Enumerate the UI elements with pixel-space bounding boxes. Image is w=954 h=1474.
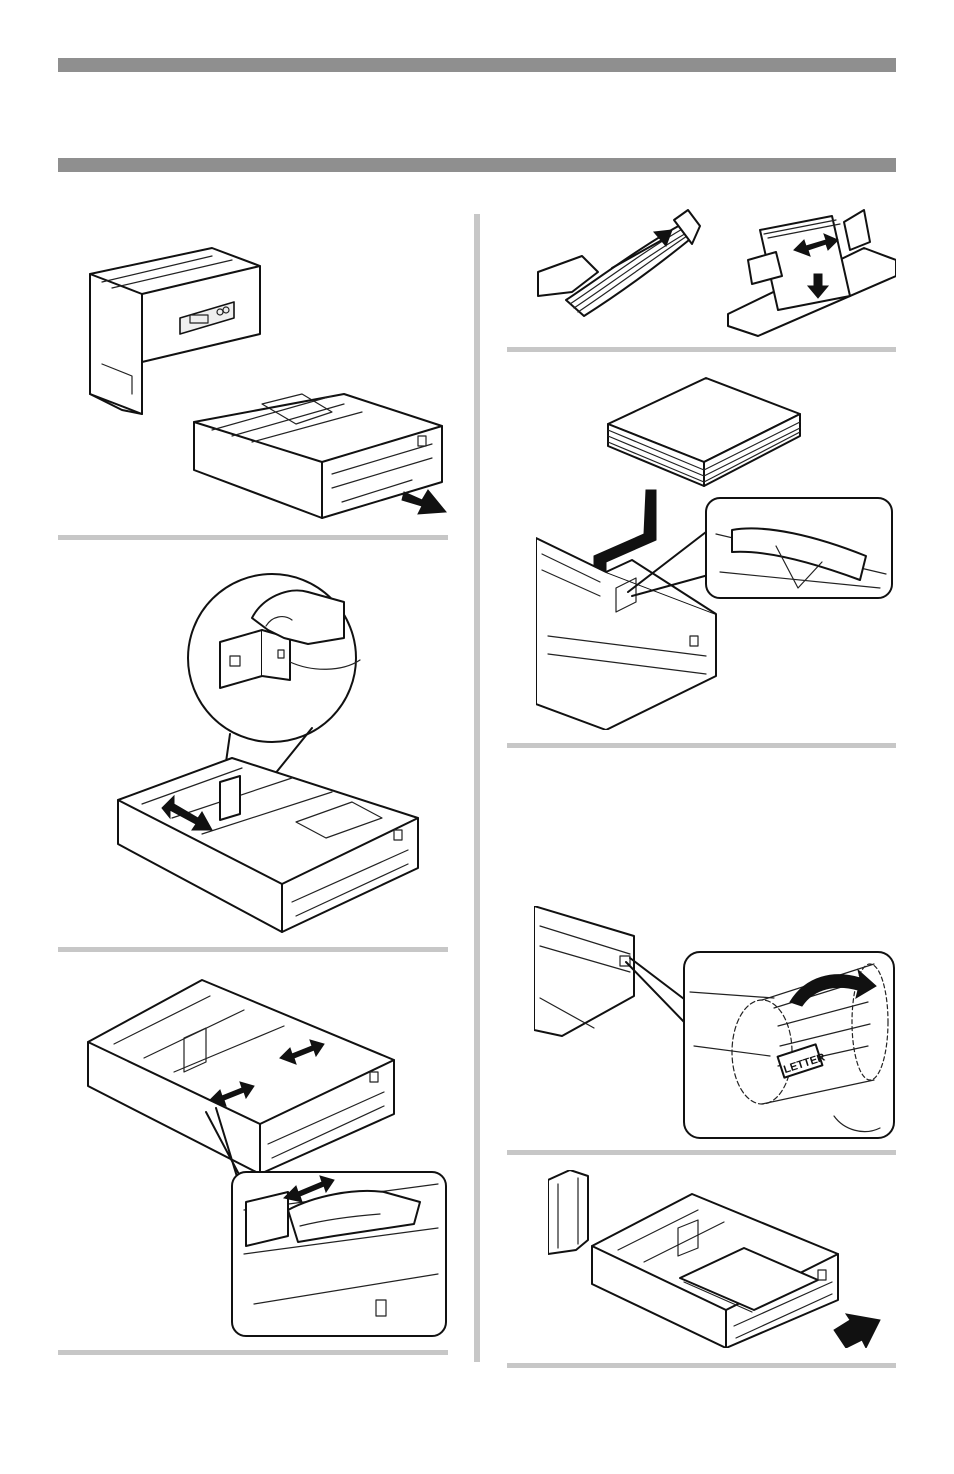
section-rule <box>507 1150 896 1155</box>
section-rule <box>507 347 896 352</box>
header-bar-top <box>58 58 896 72</box>
header-bar-bottom <box>58 158 896 172</box>
paper-guide-slide-icon <box>84 974 448 1338</box>
section-rule <box>58 1350 448 1355</box>
column-divider <box>474 214 480 1362</box>
printer-tray-removal-illustration <box>82 244 448 520</box>
section-rule <box>58 535 448 540</box>
side-guide-adjust-illustration <box>84 974 448 1338</box>
remove-paper-tray-icon <box>82 244 448 520</box>
load-paper-stack-icon <box>536 374 896 730</box>
fan-paper-stack-illustration <box>532 196 896 338</box>
paper-stopper-slide-icon <box>112 568 428 936</box>
fan-paper-icon <box>532 196 896 338</box>
insert-paper-tray-icon <box>548 1170 884 1348</box>
section-rule <box>507 1363 896 1368</box>
section-rule <box>507 743 896 748</box>
paper-size-dial-icon: LETTER <box>534 906 896 1140</box>
section-rule <box>58 947 448 952</box>
insert-tray-illustration <box>548 1170 884 1348</box>
rear-stopper-adjust-illustration <box>112 568 428 936</box>
paper-size-dial-illustration: LETTER <box>534 906 896 1140</box>
load-paper-illustration <box>536 374 896 730</box>
